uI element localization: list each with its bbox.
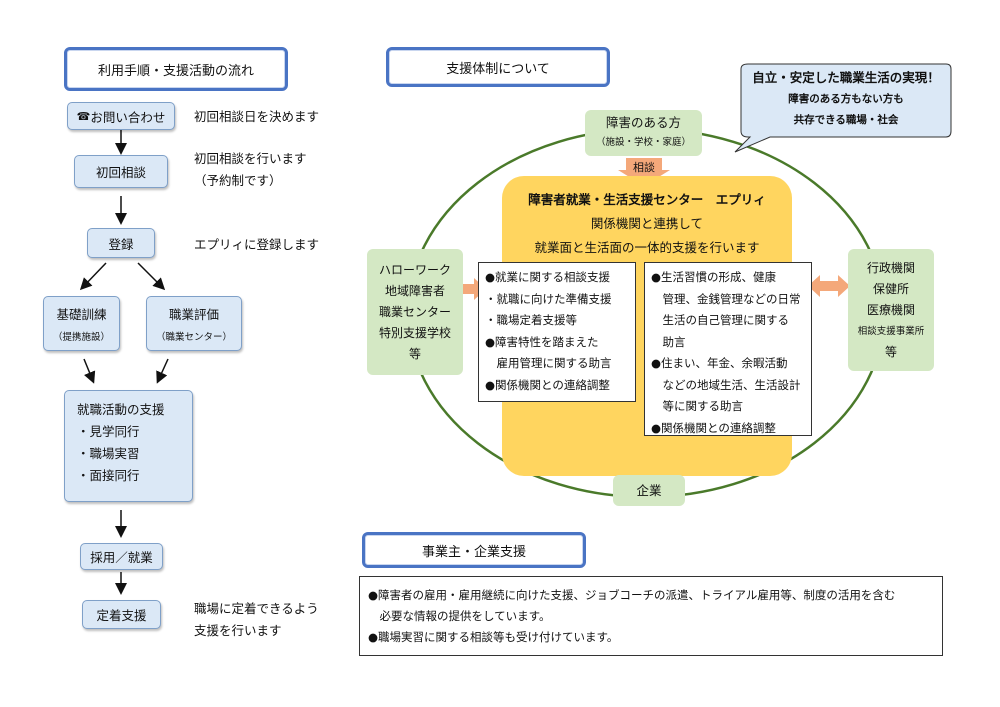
employer-line-1: ●障害者の雇用・雇用継続に向けた支援、ジョブコーチの派遣、トライアル雇用等、制度… xyxy=(368,588,896,602)
arrow-register-to-eval xyxy=(137,262,166,291)
list-item: ●障害特性を踏まえた xyxy=(485,334,599,349)
list-item: などの地域生活、生活設計 xyxy=(651,377,801,392)
jobhunt-title: 就職活動の支援 xyxy=(77,402,165,417)
list-item: ●生活習慣の形成、健康 xyxy=(651,270,777,284)
left-org-item: 特別支援学校 xyxy=(378,325,451,340)
header-employer-label: 事業主・企業支援 xyxy=(421,544,526,560)
header-employer: 事業主・企業支援 xyxy=(362,532,586,568)
register-note: エプリィに登録します xyxy=(194,237,320,252)
right-org-box: 行政機関 保健所 医療機関 相談支援事業所 等 xyxy=(848,249,934,371)
person-box: 障害のある方 （施設・学校・家庭） xyxy=(585,110,702,156)
first-consult-note-1: 初回相談を行います xyxy=(194,151,307,166)
life-support-list: ●生活習慣の形成、健康 管理、金銭管理などの日常 生活の自己管理に関する 助言 … xyxy=(644,262,812,436)
hire-label: 採用／就業 xyxy=(90,550,153,565)
arrow-right-double xyxy=(808,275,850,297)
employer-line-2: 必要な情報の提供をしています。 xyxy=(368,609,551,623)
left-org-item: 職業センター xyxy=(378,304,451,319)
basic-training-label: 基礎訓練 xyxy=(56,307,107,322)
basic-training-sub: （提携施設） xyxy=(52,332,110,343)
arrow-consult-down xyxy=(618,158,670,186)
first-consult-note-2: （予約制です） xyxy=(194,173,282,188)
jobhunt-item: ・面接同行 xyxy=(77,468,140,483)
list-item: 管理、金銭管理などの日常 xyxy=(651,291,801,306)
settle-label: 定着支援 xyxy=(96,608,147,623)
company-box: 企業 xyxy=(613,475,685,506)
employment-support-list: ●就業に関する相談支援 ・就職に向けた準備支援 ・職場定着支援等 ●障害特性を踏… xyxy=(478,262,636,402)
callout-balloon xyxy=(734,63,952,153)
consult-label: 相談 xyxy=(633,161,655,174)
person-sub: （施設・学校・家庭） xyxy=(595,137,691,148)
arrow-eval-to-jobhunt xyxy=(156,358,169,384)
left-org-item: ハローワーク xyxy=(378,262,451,277)
register-label: 登録 xyxy=(108,236,134,252)
first-consult-note: 初回相談を行います （予約制です） xyxy=(194,148,307,192)
list-item: ・就職に向けた準備支援 xyxy=(485,291,612,306)
inquiry-note: 初回相談日を決めます xyxy=(194,109,320,124)
right-org-item: 等 xyxy=(884,344,897,359)
person-label: 障害のある方 xyxy=(605,115,681,130)
employer-support-box: ●障害者の雇用・雇用継続に向けた支援、ジョブコーチの派遣、トライアル雇用等、制度… xyxy=(359,576,943,656)
center-text: 障害者就業・生活支援センター エプリィ 関係機関と連携して 就業面と生活面の一体… xyxy=(502,188,792,260)
header-flow-label: 利用手順・支援活動の流れ xyxy=(97,63,254,79)
register-box: 登録 xyxy=(87,228,155,258)
list-item: ●関係機関との連絡調整 xyxy=(651,420,776,435)
header-support-label: 支援体制について xyxy=(446,61,550,77)
evaluation-label: 職業評価 xyxy=(168,307,219,322)
center-title: 障害者就業・生活支援センター エプリィ xyxy=(528,192,766,207)
callout-line-1: 自立・安定した職業生活の実現！ xyxy=(752,70,940,85)
callout-line-2: 障害のある方もない方も xyxy=(788,93,904,105)
phone-icon: ☎ xyxy=(76,109,91,123)
right-org-item: 保健所 xyxy=(872,281,909,296)
right-org-item: 行政機関 xyxy=(866,260,915,275)
list-item: ●関係機関との連絡調整 xyxy=(485,377,610,392)
callout-line-3: 共存できる職場・社会 xyxy=(793,114,899,126)
list-item: ・職場定着支援等 xyxy=(485,313,577,327)
list-item: ●就業に関する相談支援 xyxy=(485,270,611,284)
settle-note-2: 支援を行います xyxy=(194,623,282,638)
list-item: 雇用管理に関する助言 xyxy=(485,356,612,370)
evaluation-sub: （職業センター） xyxy=(155,332,232,343)
right-org-item: 相談支援事業所 xyxy=(857,325,925,337)
company-label: 企業 xyxy=(636,483,662,498)
arrow-register-to-basic xyxy=(79,262,107,291)
center-line-1: 関係機関と連携して xyxy=(590,216,704,231)
center-line-2: 就業面と生活面の一体的支援を行います xyxy=(534,240,760,255)
settle-note: 職場に定着できるよう 支援を行います xyxy=(194,598,319,642)
list-item: 助言 xyxy=(651,334,686,349)
right-org-item: 医療機関 xyxy=(866,302,915,317)
hire-box: 採用／就業 xyxy=(80,543,163,570)
list-item: 生活の自己管理に関する xyxy=(651,313,789,327)
list-item: 等に関する助言 xyxy=(651,399,743,413)
settle-box: 定着支援 xyxy=(82,600,161,629)
basic-training-box: 基礎訓練 （提携施設） xyxy=(43,296,120,351)
header-support: 支援体制について xyxy=(386,47,610,87)
header-flow: 利用手順・支援活動の流れ xyxy=(64,47,288,91)
inquiry-box: ☎ お問い合わせ xyxy=(67,102,175,130)
list-item: ●住まい、年金、余暇活動 xyxy=(651,356,788,370)
jobhunt-item: ・見学同行 xyxy=(77,424,140,439)
left-org-item: 等 xyxy=(408,346,421,361)
settle-note-1: 職場に定着できるよう xyxy=(194,601,319,616)
employer-line-3: ●職場実習に関する相談等も受け付けています。 xyxy=(368,630,619,644)
jobhunt-item: ・職場実習 xyxy=(77,446,140,461)
callout-text: 自立・安定した職業生活の実現！ 障害のある方もない方も 共存できる職場・社会 xyxy=(741,67,951,131)
first-consult-label: 初回相談 xyxy=(95,165,146,180)
evaluation-box: 職業評価 （職業センター） xyxy=(146,296,242,351)
jobhunt-box: 就職活動の支援 ・見学同行 ・職場実習 ・面接同行 xyxy=(64,390,193,502)
inquiry-label: お問い合わせ xyxy=(90,109,166,125)
left-org-box: ハローワーク 地域障害者 職業センター 特別支援学校 等 xyxy=(367,249,463,375)
left-org-item: 地域障害者 xyxy=(384,283,445,298)
first-consult-box: 初回相談 xyxy=(74,155,168,188)
arrow-basic-to-jobhunt xyxy=(83,358,96,384)
